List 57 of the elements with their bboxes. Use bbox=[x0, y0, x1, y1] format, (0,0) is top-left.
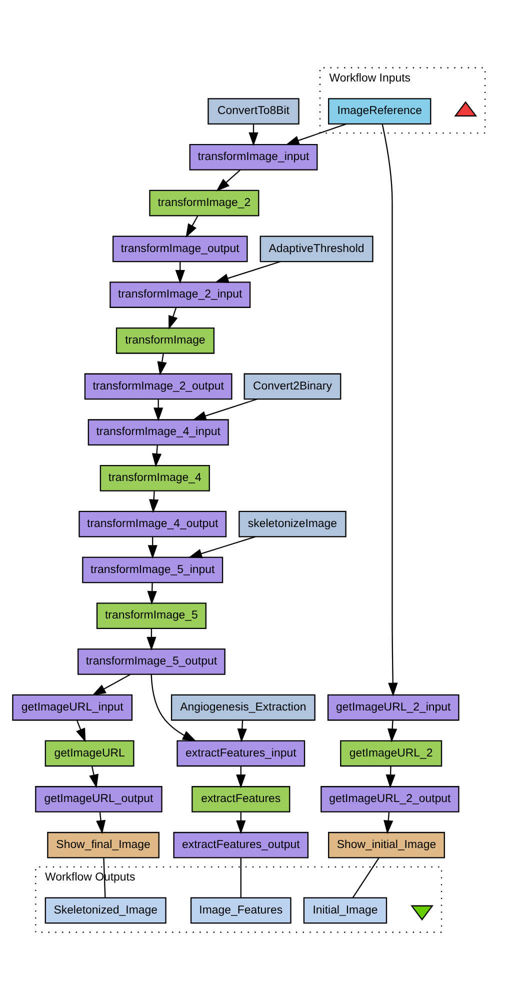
arrow bbox=[157, 354, 167, 376]
node-box: getImageURL bbox=[44, 740, 134, 767]
node-box: skeletonizeImage bbox=[238, 510, 346, 538]
arrow bbox=[384, 812, 394, 834]
arrow bbox=[96, 812, 106, 834]
arrow bbox=[76, 720, 86, 742]
node-box: transformImage_2_input bbox=[110, 282, 251, 308]
node-box: Image_Features bbox=[190, 897, 292, 924]
arrow bbox=[149, 491, 159, 514]
arrow bbox=[188, 536, 256, 558]
node-triangle bbox=[454, 101, 478, 116]
arrow bbox=[89, 766, 99, 788]
node-box: transformImage bbox=[116, 327, 215, 354]
node-box: transformImage_output bbox=[112, 236, 248, 262]
node-box: transformImage_4_input bbox=[88, 419, 229, 446]
node-box: getImageURL_2_output bbox=[320, 786, 460, 812]
node-box: ImageReference bbox=[328, 98, 432, 125]
arrow bbox=[386, 766, 396, 788]
node-box: transformImage_2 bbox=[149, 190, 260, 216]
connector bbox=[240, 858, 242, 898]
arrow bbox=[147, 582, 157, 605]
arrow bbox=[216, 170, 240, 192]
arrow bbox=[152, 445, 162, 468]
node-box: transformImage_input bbox=[189, 144, 318, 170]
arrow bbox=[192, 398, 258, 420]
node-box: transformImage_5_output bbox=[78, 648, 226, 675]
node-box: extractFeatures_input bbox=[176, 740, 306, 767]
node-box: getImageURL_2 bbox=[340, 740, 442, 767]
node-box: extractFeatures bbox=[192, 786, 290, 812]
node-box: Angiogenesis_Extraction bbox=[170, 694, 316, 721]
node-box: extractFeatures_output bbox=[173, 832, 309, 858]
node-box: getImageURL_output bbox=[35, 786, 162, 812]
arrow bbox=[382, 124, 398, 697]
arrow bbox=[186, 216, 198, 238]
node-box: transformImage_5 bbox=[96, 602, 206, 629]
node-box: ConvertTo8Bit bbox=[208, 98, 300, 125]
connector bbox=[103, 858, 106, 898]
node-triangle bbox=[410, 905, 434, 921]
node-box: getImageURL_2_input bbox=[327, 694, 460, 721]
node-box: transformImage_4_output bbox=[78, 510, 227, 538]
node-box: Show_final_Image bbox=[47, 832, 160, 858]
arrow bbox=[92, 674, 131, 696]
node-box: Convert2Binary bbox=[244, 373, 342, 400]
node-box: getImageURL_input bbox=[12, 694, 133, 721]
arrow bbox=[150, 674, 196, 742]
node-box: transformImage_5_input bbox=[82, 556, 224, 584]
node-box: Skeletonized_Image bbox=[44, 897, 166, 924]
arrow bbox=[237, 720, 247, 742]
arrow bbox=[214, 261, 281, 283]
connector bbox=[352, 858, 380, 898]
node-box: transformImage_4 bbox=[100, 465, 210, 492]
node-box: transformImage_2_output bbox=[84, 373, 232, 400]
arrow bbox=[286, 123, 346, 146]
node-box: AdaptiveThreshold bbox=[260, 236, 374, 262]
arrow bbox=[168, 308, 178, 330]
node-box: Initial_Image bbox=[303, 897, 388, 924]
node-box: Show_initial_Image bbox=[328, 832, 445, 858]
